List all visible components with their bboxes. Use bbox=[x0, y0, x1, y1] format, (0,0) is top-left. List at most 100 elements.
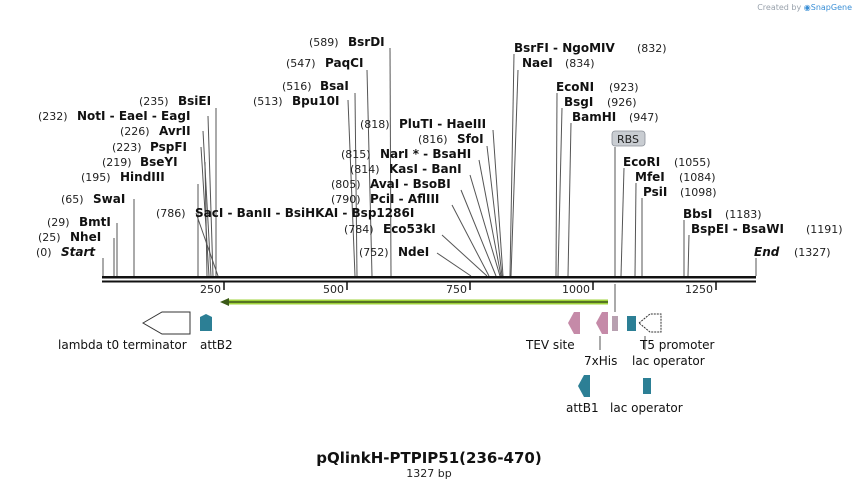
lac-operator-label: lac operator bbox=[632, 354, 705, 368]
restriction-sites: (0) Start (25) NheI (29) BmtI (65) SwaI … bbox=[36, 35, 843, 259]
site-bsrdi: (589) BsrDI bbox=[309, 35, 385, 49]
site-name: BseYI bbox=[140, 155, 178, 169]
site-bsiei: (235) BsiEI bbox=[139, 94, 211, 108]
feature-glyphs bbox=[142, 311, 662, 397]
site-bbsi: BbsI (1183) bbox=[683, 207, 762, 221]
site-position: (923) bbox=[609, 81, 639, 94]
credit-brand: SnapGene bbox=[810, 3, 852, 12]
ruler-tick-label: 250 bbox=[200, 283, 221, 296]
site-position: (513) bbox=[253, 95, 283, 108]
site-name: PsiI bbox=[643, 185, 667, 199]
site-name: NarI * - BsaHI bbox=[380, 147, 471, 161]
site-name: Bpu10I bbox=[292, 94, 339, 108]
site-bsai: (516) BsaI bbox=[282, 79, 349, 93]
site-position: (232) bbox=[38, 110, 68, 123]
site-nari-bsahi: (815) NarI * - BsaHI bbox=[341, 147, 471, 161]
sequence-backbone bbox=[102, 276, 756, 283]
site-position: (516) bbox=[282, 80, 312, 93]
his-tag-marker bbox=[596, 312, 608, 334]
rbs-label: RBS bbox=[617, 133, 639, 146]
site-position: (816) bbox=[418, 133, 448, 146]
site-name: BsrFI - NgoMIV bbox=[514, 41, 615, 55]
site-name: BsaI bbox=[320, 79, 349, 93]
site-name: NotI - EaeI - EagI bbox=[77, 109, 190, 123]
site-name: HindIII bbox=[120, 170, 165, 184]
site-bspei-bsawi: BspEI - BsaWI (1191) bbox=[691, 222, 843, 236]
site-position: (814) bbox=[350, 163, 380, 176]
site-position: (926) bbox=[607, 96, 637, 109]
attb2-marker bbox=[200, 314, 212, 331]
site-position: (1191) bbox=[806, 223, 843, 236]
site-ndei: (752) NdeI bbox=[359, 245, 429, 259]
site-swai: (65) SwaI bbox=[61, 192, 125, 206]
site-kasi-bani: (814) KasI - BanI bbox=[350, 162, 462, 176]
site-mfei: MfeI (1084) bbox=[635, 170, 716, 184]
orf-arrow bbox=[220, 298, 608, 306]
site-naei: NaeI (834) bbox=[522, 56, 595, 70]
site-bsgi: BsgI (926) bbox=[564, 95, 637, 109]
site-name: EcoRI bbox=[623, 155, 660, 169]
lac-operator-marker bbox=[627, 316, 636, 331]
site-position: (947) bbox=[629, 111, 659, 124]
site-position: (815) bbox=[341, 148, 371, 161]
lambda-t0-terminator-label: lambda t0 terminator bbox=[58, 338, 187, 352]
plasmid-length: 1327 bp bbox=[406, 467, 452, 480]
site-avrii: (226) AvrII bbox=[120, 124, 191, 138]
site-position: (1084) bbox=[679, 171, 716, 184]
site-name: NdeI bbox=[398, 245, 429, 259]
site-position: (832) bbox=[637, 42, 667, 55]
site-name: PaqCI bbox=[325, 56, 363, 70]
site-position: (786) bbox=[156, 207, 186, 220]
site-avai-bsobi: (805) AvaI - BsoBI bbox=[331, 177, 451, 191]
site-name: SfoI bbox=[457, 132, 484, 146]
lac-operator-2-marker bbox=[643, 378, 651, 394]
site-name: BsgI bbox=[564, 95, 593, 109]
site-paqci: (547) PaqCI bbox=[286, 56, 363, 70]
site-position: (65) bbox=[61, 193, 84, 206]
plasmid-title: pQlinkH-PTPIP51(236-470) bbox=[316, 449, 542, 467]
site-position: (1055) bbox=[674, 156, 711, 169]
tev-site-marker bbox=[568, 312, 580, 334]
t5-promoter-label: T5 promoter bbox=[639, 338, 715, 352]
site-position: (818) bbox=[360, 118, 390, 131]
rbs-feature: RBS bbox=[611, 130, 646, 312]
site-position: (1183) bbox=[725, 208, 762, 221]
site-ecori: EcoRI (1055) bbox=[623, 155, 711, 169]
t5-promoter-arrow bbox=[638, 313, 662, 333]
site-name: Start bbox=[61, 245, 96, 259]
site-bmti: (29) BmtI bbox=[47, 215, 111, 229]
site-name: PspFI bbox=[150, 140, 187, 154]
tev-site-label: TEV site bbox=[525, 338, 575, 352]
site-name: Eco53kI bbox=[383, 222, 436, 236]
site-position: (1098) bbox=[680, 186, 717, 199]
site-position: (0) bbox=[36, 246, 52, 259]
site-position: (547) bbox=[286, 57, 316, 70]
ruler-tick-label: 500 bbox=[323, 283, 344, 296]
attb2-label: attB2 bbox=[200, 338, 233, 352]
attb1-marker bbox=[578, 375, 590, 397]
site-saci-group: (786) SacI - BanII - BsiHKAI - Bsp1286I bbox=[156, 206, 414, 220]
site-pspfi: (223) PspFI bbox=[112, 140, 187, 154]
site-leader-lines bbox=[102, 47, 757, 277]
site-pluti-haeiii: (818) PluTI - HaeIII bbox=[360, 117, 486, 131]
site-name: NaeI bbox=[522, 56, 553, 70]
site-position: (784) bbox=[344, 223, 374, 236]
site-name: SacI - BanII - BsiHKAI - Bsp1286I bbox=[195, 206, 414, 220]
site-pcii-afliii: (790) PciI - AflIII bbox=[331, 192, 439, 206]
ruler-tick-label: 1250 bbox=[685, 283, 713, 296]
attb1-label: attB1 bbox=[566, 401, 599, 415]
site-position: (226) bbox=[120, 125, 150, 138]
site-bamhi: BamHI (947) bbox=[572, 110, 659, 124]
ruler: 250 500 750 1000 1250 bbox=[200, 282, 717, 296]
site-sfoi: (816) SfoI bbox=[418, 132, 484, 146]
site-position: (589) bbox=[309, 36, 339, 49]
ruler-tick-label: 750 bbox=[446, 283, 467, 296]
lac-operator-2-label: lac operator bbox=[610, 401, 683, 415]
site-position: (219) bbox=[102, 156, 132, 169]
site-name: BbsI bbox=[683, 207, 712, 221]
feature-labels: lambda t0 terminator attB2 TEV site T5 p… bbox=[58, 338, 715, 415]
site-name: BsiEI bbox=[178, 94, 211, 108]
snapgene-credit: Created by ◉SnapGene bbox=[757, 3, 852, 12]
site-name: End bbox=[754, 245, 780, 259]
